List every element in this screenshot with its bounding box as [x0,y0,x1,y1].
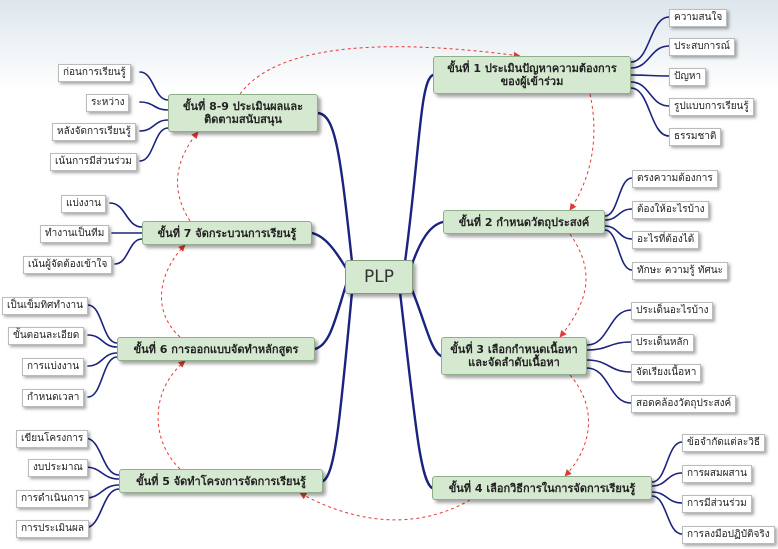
flow-8-9-to-1 [239,46,521,95]
flow-3-to-4 [564,374,589,477]
leaf-s6-2[interactable]: ขั้นตอนละเอียด [8,327,85,345]
leaf-s89-4[interactable]: เน้นการมีส่วนร่วม [50,153,137,171]
step-6-node[interactable]: ขั้นที่ 6 การออกแบบจัดทำหลักสูตร [117,337,315,361]
branch-s7 [310,231,348,270]
twig-s1-5 [630,87,670,137]
twig-s5-1 [84,437,120,476]
twig-s4-3 [651,491,683,504]
twig-s7-3 [114,238,143,265]
twig-s2-2 [604,208,633,221]
leaf-s7-1[interactable]: แบ่งงาน [61,195,107,213]
step-4-node[interactable]: ขั้นที่ 4 เลือกวิธีการในการจัดการเรียนรู… [432,476,652,500]
branch-s6 [313,283,348,351]
leaf-s89-1[interactable]: ก่อนการเรียนรู้ [58,64,131,82]
step-7-node[interactable]: ขั้นที่ 7 จัดกระบวนการเรียนรู้ [142,221,312,245]
twig-s2-4 [604,229,633,271]
leaf-s2-2[interactable]: ต้องให้อะไรบ้าง [632,201,710,219]
twig-s6-4 [87,356,118,398]
leaf-s6-1[interactable]: เป็นเข็มทิศทำงาน [2,297,88,315]
twig-s3-3 [586,359,632,373]
branch-s4 [398,290,434,490]
twig-s1-4 [630,81,670,107]
leaf-s5-3[interactable]: การดำเนินการ [16,490,90,508]
leaf-s3-4[interactable]: สอดคล้องวัตถุประสงค์ [631,395,737,413]
center-topic-plp[interactable]: PLP [345,260,413,294]
twig-s89-2 [139,101,169,111]
step-5-node[interactable]: ขั้นที่ 5 จัดทำโครงการจัดการเรียนรู้ [119,469,323,493]
twig-s5-3 [84,484,120,499]
twig-s5-4 [84,488,120,529]
leaf-s3-1[interactable]: ประเด็นอะไรบ้าง [631,302,714,320]
leaf-s5-2[interactable]: งบประมาณ [28,459,88,477]
leaf-s89-3[interactable]: หลังจัดการเรียนรู้ [52,123,136,141]
leaf-s1-5[interactable]: ธรรมชาติ [669,128,722,146]
step-2-node[interactable]: ขั้นที่ 2 กำหนดวัตถุประสงค์ [443,210,605,234]
leaf-s4-3[interactable]: การมีส่วนร่วม [682,495,752,513]
branch-s1 [403,73,435,264]
flow-6-to-7 [161,244,186,338]
leaf-s1-3[interactable]: ปัญหา [669,68,707,86]
twig-s4-4 [651,495,683,535]
leaf-s4-4[interactable]: การลงมือปฏิบัติจริง [682,526,775,544]
leaf-s4-2[interactable]: การผสมผสาน [682,465,753,483]
twig-s6-2 [87,334,118,348]
leaf-s2-4[interactable]: ทักษะ ความรู้ ทัศนะ [632,262,728,280]
twig-s89-4 [139,127,169,162]
twig-s2-1 [604,177,633,217]
leaf-s7-3[interactable]: เน้นผู้จัดต้องเข้าใจ [23,256,113,274]
leaf-s7-2[interactable]: ทำงานเป็นทีม [40,225,110,243]
twig-s89-1 [139,71,169,101]
leaf-s2-3[interactable]: อะไรที่ต้องได้ [632,231,700,249]
flow-7-to-8-9 [177,131,199,222]
step-3-node[interactable]: ขั้นที่ 3 เลือกกำหนดเนื้อหา และจัดลำดับเ… [441,337,587,375]
twig-s1-2 [630,45,670,69]
twig-s3-2 [586,341,632,351]
leaf-s6-4[interactable]: กำหนดเวลา [22,389,85,407]
twig-s4-2 [651,472,683,487]
twig-s6-1 [87,304,118,344]
leaf-s5-4[interactable]: การประเมินผล [16,520,89,538]
leaf-s5-1[interactable]: เขียนโครงการ [16,430,89,448]
leaf-s1-2[interactable]: ประสบการณ์ [669,38,735,56]
twig-s1-3 [630,74,670,77]
leaf-s1-4[interactable]: รูปแบบการเรียนรู้ [669,98,754,116]
twig-s4-1 [651,441,683,483]
leaf-s2-1[interactable]: ตรงความต้องการ [632,170,718,188]
flow-1-to-2 [569,93,595,211]
step-8-9-node[interactable]: ขั้นที่ 8-9 ประเมินผลและ ติดตามสนับสนุน [168,94,318,132]
twig-s1-1 [630,16,670,63]
leaf-s6-3[interactable]: การแบ่งงาน [22,358,85,376]
leaf-s3-3[interactable]: จัดเรียงเนื้อหา [631,364,702,382]
step-1-node[interactable]: ขั้นที่ 1 ประเมินปัญหาความต้องการ ของผู้… [433,56,631,94]
twig-s89-3 [139,119,169,132]
flow-4-to-5 [299,492,471,521]
twig-s7-1 [109,202,143,228]
twig-s6-3 [87,352,118,367]
branch-s8-9 [316,111,354,264]
twig-s3-1 [586,309,632,346]
twig-s3-4 [586,367,632,404]
twig-s5-2 [84,466,120,480]
branch-s2 [408,220,445,272]
leaf-s3-2[interactable]: ประเด็นหลัก [631,334,694,352]
flow-2-to-3 [559,233,587,338]
leaf-s89-2[interactable]: ระหว่าง [86,94,130,112]
leaf-s4-1[interactable]: ข้อจำกัดแต่ละวิธี [682,434,766,452]
branch-s5 [321,290,354,483]
flow-5-to-6 [157,360,186,470]
twig-s2-3 [604,225,633,240]
leaf-s1-1[interactable]: ความสนใจ [669,9,728,27]
branch-s3 [408,283,443,358]
